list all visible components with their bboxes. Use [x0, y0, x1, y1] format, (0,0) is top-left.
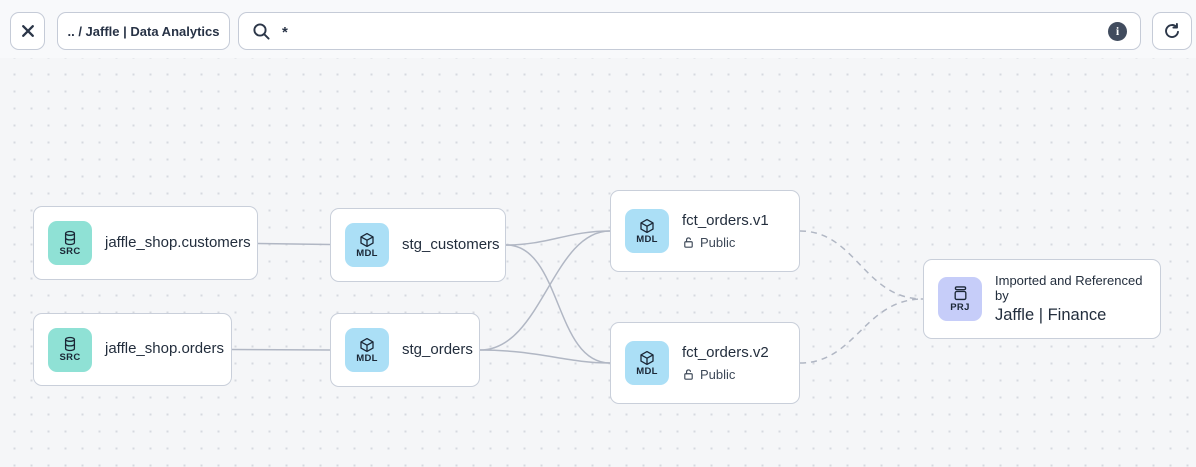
node-stg-orders[interactable]: MDL stg_orders — [330, 313, 480, 387]
source-badge: SRC — [48, 221, 92, 265]
badge-label: SRC — [59, 245, 81, 257]
badge-label: MDL — [636, 233, 658, 245]
info-glyph: i — [1115, 23, 1120, 38]
search-box[interactable]: i — [238, 12, 1141, 50]
badge-label: SRC — [59, 352, 81, 364]
lock-open-icon — [684, 237, 693, 248]
close-button[interactable] — [10, 12, 45, 50]
model-cube-icon — [640, 350, 654, 365]
model-badge: MDL — [345, 328, 389, 372]
project-badge: PRJ — [938, 277, 982, 321]
toolbar: .. / Jaffle | Data Analytics i — [0, 0, 1196, 58]
model-cube-icon — [640, 218, 654, 233]
refresh-icon — [1165, 22, 1179, 38]
model-badge: MDL — [625, 341, 669, 385]
search-input[interactable] — [282, 23, 1097, 41]
badge-label: MDL — [356, 247, 378, 259]
refresh-button[interactable] — [1152, 12, 1192, 50]
model-cube-icon — [360, 337, 374, 352]
lock-open-icon — [684, 369, 693, 380]
access-label: Public — [700, 366, 736, 382]
node-fct-orders-v1[interactable]: MDL fct_orders.v1 Public — [610, 190, 800, 272]
database-icon — [64, 230, 76, 245]
node-label: jaffle_shop.customers — [105, 233, 251, 251]
node-caption: Imported and Referenced by — [995, 273, 1143, 303]
model-badge: MDL — [345, 223, 389, 267]
source-badge: SRC — [48, 327, 92, 372]
model-cube-icon — [360, 232, 374, 247]
info-icon[interactable]: i — [1108, 21, 1127, 41]
node-label: fct_orders.v1 — [682, 212, 769, 230]
project-archive-icon — [954, 286, 966, 301]
node-src-jaffle-shop-orders[interactable]: SRC jaffle_shop.orders — [33, 313, 232, 386]
node-label: stg_customers — [402, 235, 500, 253]
search-icon — [253, 22, 270, 40]
breadcrumb: .. / Jaffle | Data Analytics — [67, 23, 220, 39]
node-src-jaffle-shop-customers[interactable]: SRC jaffle_shop.customers — [33, 206, 258, 280]
node-stg-customers[interactable]: MDL stg_customers — [330, 208, 506, 282]
node-label: Jaffle | Finance — [995, 306, 1107, 324]
node-label: fct_orders.v2 — [682, 344, 769, 362]
node-fct-orders-v2[interactable]: MDL fct_orders.v2 Public — [610, 322, 800, 404]
database-icon — [64, 337, 76, 352]
access-label: Public — [700, 234, 736, 250]
model-badge: MDL — [625, 209, 669, 253]
badge-label: MDL — [356, 352, 378, 364]
close-icon — [21, 25, 34, 37]
node-project-jaffle-finance[interactable]: PRJ Imported and Referenced by Jaffle | … — [923, 259, 1161, 339]
badge-label: PRJ — [950, 302, 970, 314]
badge-label: MDL — [636, 365, 658, 377]
node-label: stg_orders — [402, 340, 473, 358]
breadcrumb-button[interactable]: .. / Jaffle | Data Analytics — [57, 12, 230, 50]
node-label: jaffle_shop.orders — [105, 340, 224, 358]
